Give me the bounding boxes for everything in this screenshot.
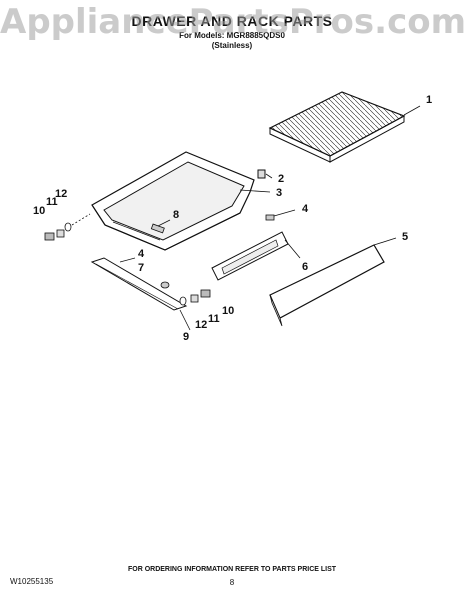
rack-clip	[257, 169, 273, 179]
callout-drawer-pan: 3	[276, 187, 282, 199]
fastener	[160, 281, 170, 289]
ordering-note: FOR ORDERING INFORMATION REFER TO PARTS …	[127, 566, 337, 573]
callout-clip: 2	[278, 173, 284, 185]
oven-rack	[268, 91, 421, 163]
model-line: For Models: MGR8885QDS0	[179, 31, 285, 40]
callout-glide-screw: 8	[173, 209, 179, 221]
finish-line: (Stainless)	[211, 41, 253, 50]
glide-screw	[150, 219, 171, 234]
page-number: 8	[229, 578, 235, 587]
callout-bolt-right: 11	[208, 313, 220, 325]
drawer-pan	[91, 151, 271, 251]
front-bracket	[211, 231, 301, 281]
callout-slide-rail: 9	[183, 331, 189, 343]
part-number: W10255135	[10, 577, 54, 586]
left-hardware	[44, 213, 91, 241]
callout-screw-left: 4	[138, 248, 145, 260]
screw-left	[119, 257, 136, 263]
callout-washer-right: 12	[195, 319, 207, 331]
drawer-front-panel	[269, 237, 397, 327]
callout-washer-left: 12	[55, 188, 67, 200]
right-hardware	[179, 289, 211, 306]
screw-right	[265, 209, 296, 221]
callout-nut-right: 10	[222, 305, 234, 317]
callout-bolt-left: 10	[33, 205, 45, 217]
callout-rack: 1	[426, 94, 432, 106]
slide-rail	[90, 257, 191, 331]
page-title: DRAWER AND RACK PARTS	[131, 13, 333, 29]
callout-drawer-front: 5	[402, 231, 408, 243]
callout-bracket: 6	[302, 261, 308, 273]
callout-screw-right: 4	[302, 203, 309, 215]
callout-nut-left: 11	[46, 196, 58, 208]
callout-fastener: 7	[138, 262, 144, 274]
